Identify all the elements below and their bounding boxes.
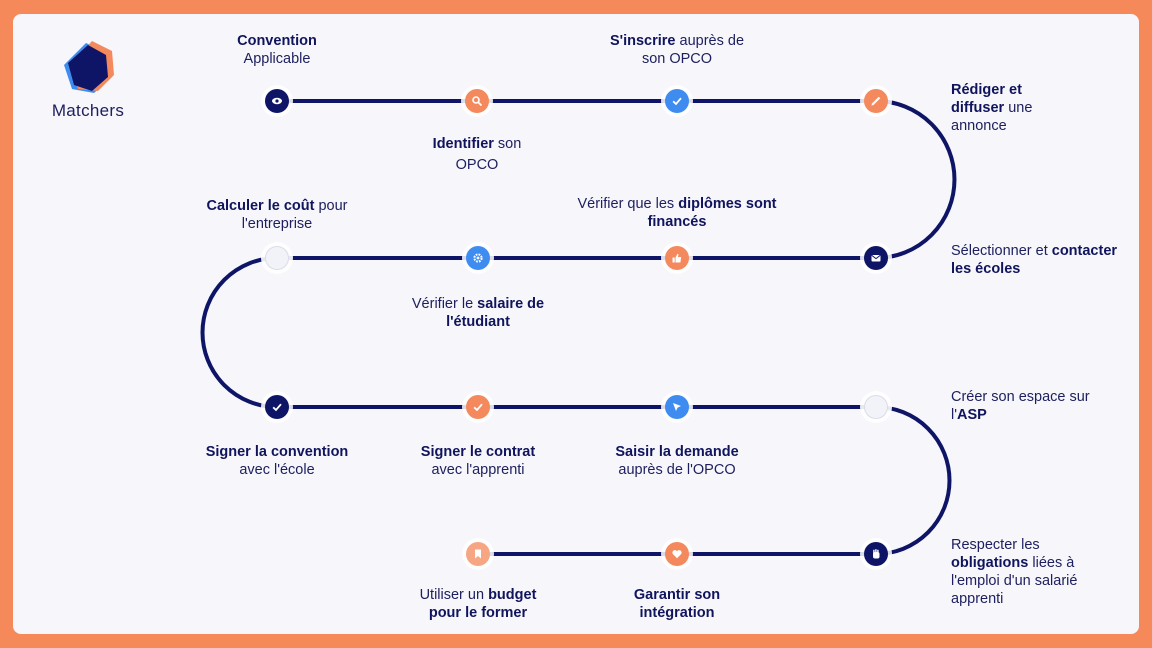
node-obligations[interactable] <box>864 542 888 566</box>
node-diplomes[interactable] <box>665 246 689 270</box>
label-identifier: Identifier son OPCO <box>432 136 522 173</box>
heart-icon <box>672 550 682 559</box>
label-saisir: Saisir la demande auprès de l'OPCO <box>615 444 739 478</box>
node-selectionner[interactable] <box>864 246 888 270</box>
node-signer-contrat[interactable] <box>466 395 490 419</box>
label-budget: Utiliser un budget pour le former <box>419 587 537 621</box>
check-icon <box>672 97 682 106</box>
label-selectionner: Sélectionner et contacter les écoles <box>951 243 1118 277</box>
label-signer-convention: Signer la convention avec l'école <box>205 444 349 478</box>
node-saisir[interactable] <box>665 395 689 419</box>
gear-icon <box>473 253 483 263</box>
hand-icon <box>873 549 880 559</box>
brand-name: Matchers <box>51 101 125 120</box>
node-signer-convention[interactable] <box>265 395 289 419</box>
search-icon <box>472 96 483 107</box>
node-convention[interactable] <box>265 89 289 113</box>
eye-icon <box>272 97 282 105</box>
node-identifier[interactable] <box>465 89 489 113</box>
cursor-icon <box>673 403 681 411</box>
label-diplomes: Vérifier que les diplômes sont financés <box>577 196 777 230</box>
node-cout[interactable] <box>265 246 289 270</box>
node-budget[interactable] <box>466 542 490 566</box>
roadmap-card: Matchers <box>13 14 1139 634</box>
roadmap-path <box>200 99 957 556</box>
label-asp: Créer son espace sur l'ASP <box>951 389 1090 423</box>
check-icon <box>473 403 483 412</box>
thumbs-up-icon <box>672 253 682 263</box>
matchers-logo-icon <box>64 41 114 93</box>
pencil-icon <box>871 96 881 106</box>
label-obligations: Respecter les obligations liées à l'empl… <box>951 537 1078 607</box>
node-asp[interactable] <box>864 395 888 419</box>
label-rediger: Rédiger et diffuser une annonce <box>951 82 1033 134</box>
node-integration[interactable] <box>665 542 689 566</box>
node-rediger[interactable] <box>864 89 888 113</box>
mail-icon <box>871 255 881 262</box>
node-salaire[interactable] <box>466 246 490 270</box>
bookmark-icon <box>475 549 481 559</box>
label-inscrire: S'inscrire auprès de son OPCO <box>609 33 745 67</box>
label-integration: Garantir son intégration <box>633 587 721 621</box>
check-icon <box>272 403 282 412</box>
node-inscrire[interactable] <box>665 89 689 113</box>
label-cout: Calculer le coût pour l'entreprise <box>206 198 348 232</box>
label-signer-contrat: Signer le contrat avec l'apprenti <box>420 444 536 478</box>
brand-logo: Matchers <box>43 39 133 121</box>
label-salaire: Vérifier le salaire de l'étudiant <box>411 296 545 330</box>
